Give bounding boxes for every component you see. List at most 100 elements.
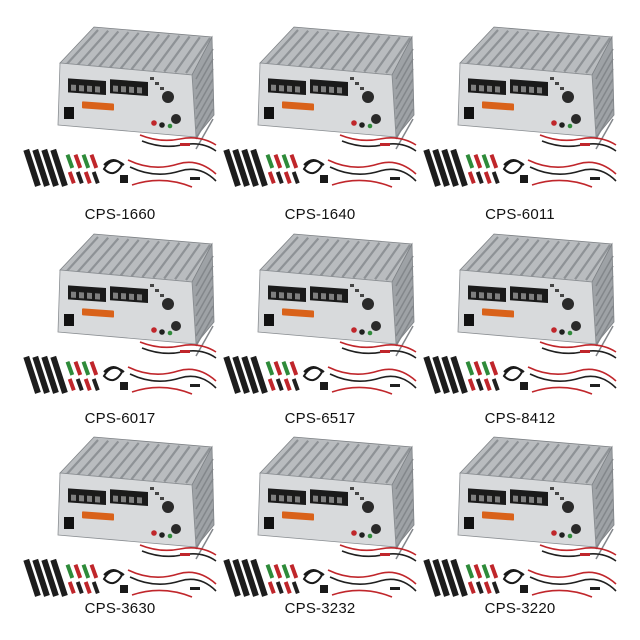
side-fin xyxy=(395,508,414,540)
test-lead-red xyxy=(331,179,393,188)
clip xyxy=(65,564,75,579)
test-lead-red xyxy=(531,386,593,395)
product-card[interactable]: CPS-8412 xyxy=(420,222,620,427)
test-lead-red xyxy=(531,179,593,188)
adapter-strip xyxy=(232,558,250,597)
side-fin xyxy=(595,78,614,110)
heatsink-fin xyxy=(530,443,560,481)
display-digit xyxy=(513,495,518,502)
accessories xyxy=(423,134,617,188)
probe-tip xyxy=(580,553,590,556)
side-fin xyxy=(395,255,414,287)
side-fin xyxy=(395,98,414,130)
display-digit xyxy=(495,496,500,503)
ground-terminal xyxy=(167,123,173,129)
heatsink-fin xyxy=(65,236,99,273)
clip xyxy=(481,154,491,169)
current-knob xyxy=(171,524,181,534)
heatsink-fin xyxy=(119,32,150,70)
side-fin xyxy=(595,468,614,500)
product-card[interactable]: CPS-3232 xyxy=(220,425,420,630)
heatsink-fin xyxy=(174,446,201,483)
front-panel xyxy=(257,269,397,345)
test-lead-red xyxy=(131,589,193,598)
heatsink-fin xyxy=(476,439,510,477)
clip xyxy=(481,564,491,579)
power-cord xyxy=(102,569,125,585)
heatsink-fin xyxy=(185,447,211,484)
side-fin xyxy=(395,458,414,490)
side-fin xyxy=(395,48,414,80)
heatsink-fin xyxy=(163,35,191,73)
product-card[interactable]: CPS-3220 xyxy=(420,425,620,630)
display-digit xyxy=(495,293,500,300)
product-card[interactable]: CPS-1640 xyxy=(220,15,420,223)
heatsink-fin xyxy=(330,240,360,278)
side-fin xyxy=(395,285,414,317)
heatsink-fin xyxy=(141,34,171,71)
heatsink-fin xyxy=(563,445,591,483)
adapter-strip xyxy=(23,355,41,394)
side-fin xyxy=(195,98,214,130)
front-panel xyxy=(457,472,597,548)
display-digit xyxy=(321,86,326,93)
heatsink-fin xyxy=(563,35,591,73)
power-cord xyxy=(102,159,125,175)
product-card[interactable]: CPS-3630 xyxy=(20,425,220,630)
side-fin xyxy=(195,478,214,510)
heatsink-fin xyxy=(308,239,340,276)
product-card[interactable]: CPS-6017 xyxy=(20,222,220,427)
power-switch xyxy=(64,107,74,119)
adapter-strip xyxy=(241,558,259,597)
product-model-label: CPS-1640 xyxy=(284,206,356,223)
heatsink-fin xyxy=(363,242,391,280)
front-panel xyxy=(57,62,197,138)
panel-button xyxy=(350,487,354,490)
heatsink-fin xyxy=(97,238,130,275)
front-panel xyxy=(57,472,197,548)
side-fin xyxy=(395,68,414,100)
heatsink-fin xyxy=(341,34,371,71)
heatsink-fin xyxy=(465,29,499,66)
probe-tip xyxy=(180,143,190,146)
clip xyxy=(275,171,284,184)
clip xyxy=(81,154,91,169)
clip xyxy=(75,171,84,184)
display-digit xyxy=(487,85,492,93)
side-fin xyxy=(595,478,614,510)
clip xyxy=(267,581,276,594)
panel-button xyxy=(555,492,559,495)
heatsink-fin xyxy=(152,35,181,72)
product-card[interactable]: CPS-1660 xyxy=(20,15,220,223)
adapter-strip xyxy=(41,355,59,394)
power-switch xyxy=(264,107,274,119)
adapter-strip xyxy=(432,148,450,187)
side-fin xyxy=(395,275,414,307)
heatsink-fin xyxy=(276,236,310,274)
front-panel xyxy=(257,62,397,138)
display-digit xyxy=(521,496,526,503)
power-supply-unit xyxy=(457,233,615,357)
accessories xyxy=(423,544,617,598)
adapter-strip xyxy=(23,558,41,597)
clip xyxy=(265,564,275,579)
test-lead-red xyxy=(327,159,417,175)
output-terminal-positive xyxy=(351,530,357,536)
panel-button xyxy=(160,497,164,500)
test-lead-black xyxy=(329,373,417,389)
adapter-strip xyxy=(441,355,459,394)
adapter-strip xyxy=(223,355,241,394)
heatsink-fin xyxy=(530,33,560,71)
heatsink-fin xyxy=(130,240,160,278)
display-digit xyxy=(487,495,492,503)
brand-logo-strip xyxy=(282,101,314,111)
product-card[interactable]: CPS-6011 xyxy=(420,15,620,223)
heatsink-fin xyxy=(476,236,510,274)
display-digit xyxy=(313,85,318,92)
product-card[interactable]: CPS-6517 xyxy=(220,222,420,427)
display-digit xyxy=(295,496,300,503)
test-lead-red xyxy=(539,134,617,146)
heatsink-fin xyxy=(130,443,160,481)
side-fin xyxy=(195,315,214,347)
accessories xyxy=(223,134,417,188)
